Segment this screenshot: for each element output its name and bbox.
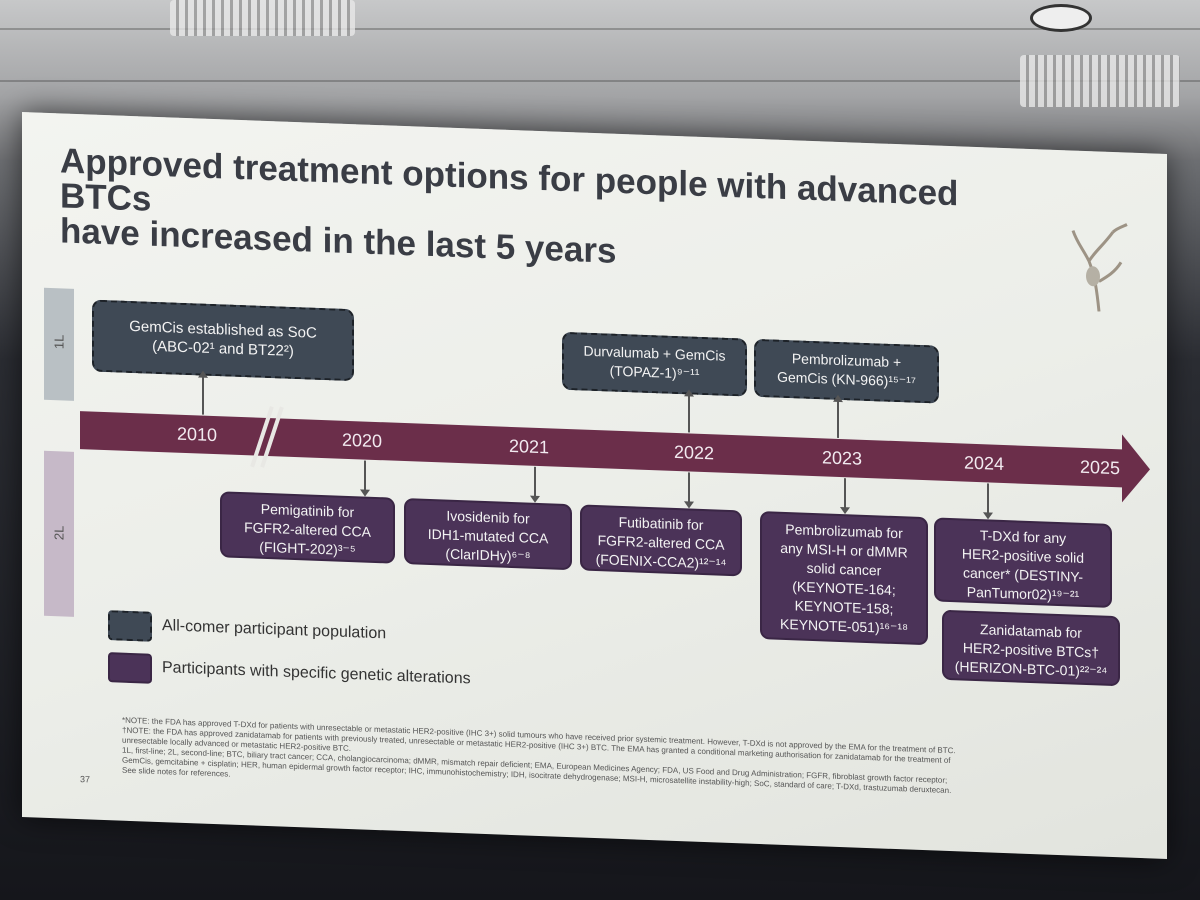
box-pembrolizumab-1l: Pembrolizumab + GemCis (KN-966)¹⁵⁻¹⁷: [754, 338, 939, 404]
title-line-1: Approved treatment options for people wi…: [60, 141, 959, 219]
legend-label-all-comer: All-comer participant population: [162, 617, 387, 643]
connector: [364, 460, 366, 491]
slide-title: Approved treatment options for people wi…: [60, 141, 1040, 284]
lane-2l-label: 2L: [51, 525, 67, 541]
box-futibatinib: Futibatinib for FGFR2-altered CCA (FOENI…: [580, 504, 742, 577]
year-2022: 2022: [674, 441, 715, 464]
legend-label-genetic: Participants with specific genetic alter…: [162, 659, 471, 688]
ceiling-vent: [1020, 55, 1180, 107]
box-ivosidenib: Ivosidenib for IDH1-mutated CCA (ClarIDH…: [404, 498, 572, 571]
year-2020: 2020: [342, 429, 383, 452]
footnotes: *NOTE: the FDA has approved T-DXd for pa…: [122, 716, 1132, 813]
timeline-arrow: [80, 411, 1125, 488]
box-pembrolizumab-2l: Pembrolizumab for any MSI-H or dMMR soli…: [760, 511, 928, 646]
connector: [844, 478, 846, 509]
box-durvalumab: Durvalumab + GemCis (TOPAZ-1)⁹⁻¹¹: [562, 331, 747, 397]
page-number: 37: [80, 774, 91, 785]
year-2024: 2024: [964, 452, 1005, 475]
biliary-tree-illustration: [1071, 223, 1128, 312]
ceiling-light: [1030, 4, 1092, 32]
title-line-2: have increased in the last 5 years: [60, 211, 617, 271]
lane-1l-label: 1L: [51, 334, 67, 350]
legend-swatch-all-comer: [108, 610, 152, 642]
year-2010: 2010: [177, 423, 218, 446]
box-gemcis-soc: GemCis established as SoC (ABC-02¹ and B…: [92, 299, 354, 382]
box-line: (FOENIX-CCA2)¹²⁻¹⁴: [595, 551, 727, 572]
connector: [987, 483, 989, 514]
year-2025: 2025: [1080, 456, 1121, 479]
lane-2l: 2L: [44, 450, 74, 617]
box-pemigatinib: Pemigatinib for FGFR2-altered CCA (FIGHT…: [220, 491, 395, 564]
connector: [688, 472, 690, 503]
box-tdxd: T-DXd for any HER2-positive solid cancer…: [934, 517, 1112, 608]
ceiling-vent: [170, 0, 355, 36]
legend-swatch-genetic: [108, 652, 152, 684]
ceiling-seam: [0, 80, 1200, 82]
connector: [202, 376, 204, 415]
year-2021: 2021: [509, 435, 550, 458]
connector: [688, 395, 690, 433]
timeline-arrowhead: [1122, 434, 1150, 504]
ceiling-seam: [0, 28, 1200, 30]
year-2023: 2023: [822, 447, 863, 469]
connector: [534, 466, 536, 497]
box-zanidatamab: Zanidatamab for HER2-positive BTCs† (HER…: [942, 609, 1120, 687]
lane-1l: 1L: [44, 287, 74, 401]
projected-slide: Approved treatment options for people wi…: [22, 112, 1167, 859]
connector: [837, 400, 839, 438]
